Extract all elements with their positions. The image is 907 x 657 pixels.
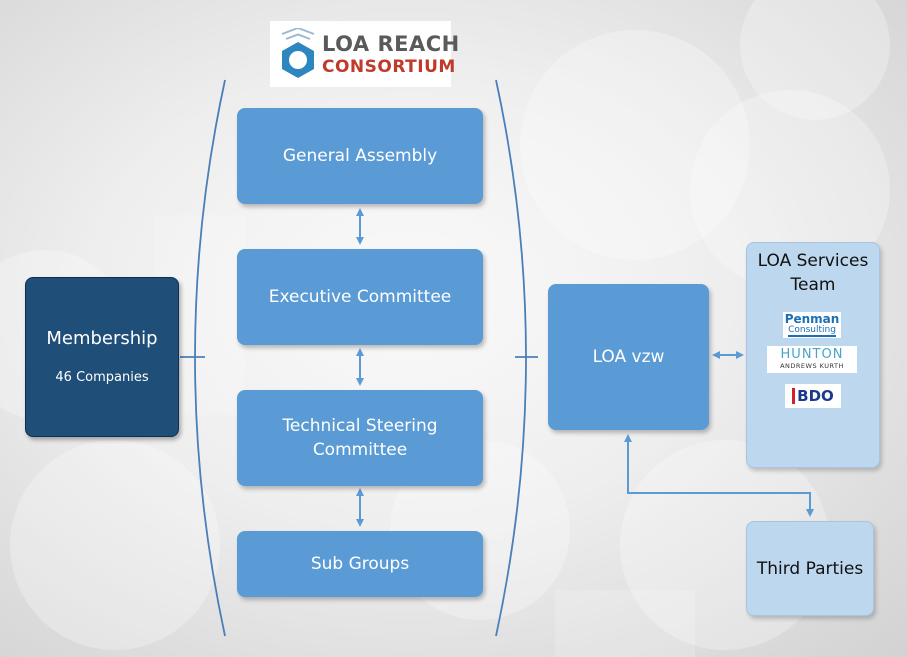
executive-committee-label: Executive Committee — [268, 287, 452, 307]
left-bracket — [194, 79, 226, 637]
penman-logo-name: Penman — [784, 312, 840, 326]
hunton-logo-sub: ANDREWS KURTH — [780, 362, 844, 370]
arrow-vzw-third-parties — [624, 434, 814, 517]
bdo-logo-name: BDO — [797, 387, 834, 405]
right-bracket — [495, 79, 527, 637]
background-square — [555, 590, 695, 657]
membership-box: Membership 46 Companies — [25, 277, 179, 437]
hunton-logo-name: HUNTON — [780, 347, 844, 362]
logo-text-line2: CONSORTIUM — [322, 57, 456, 77]
hunton-andrews-kurth-logo: HUNTON ANDREWS KURTH — [767, 346, 857, 373]
technical-steering-label-line2: Committee — [312, 440, 408, 460]
technical-steering-label-line1: Technical Steering — [282, 416, 438, 436]
logo-text-line1: LOA REACH — [322, 32, 460, 56]
hexagon-nut-icon — [281, 28, 315, 78]
penman-consulting-logo: Penman Consulting — [783, 312, 841, 338]
sub-groups-label: Sub Groups — [310, 554, 410, 574]
services-title-line2: Team — [790, 275, 836, 295]
membership-title: Membership — [46, 328, 158, 349]
third-parties-label: Third Parties — [756, 558, 864, 579]
loa-vzw-label: LOA vzw — [592, 347, 665, 367]
general-assembly-box: General Assembly — [237, 108, 483, 204]
bdo-logo: BDO — [785, 384, 841, 408]
technical-steering-committee-box: Technical Steering Committee — [237, 390, 483, 486]
background-bubble — [740, 0, 890, 120]
penman-logo-sub: Consulting — [788, 325, 836, 337]
background-bubble — [520, 30, 750, 260]
sub-groups-box: Sub Groups — [237, 531, 483, 597]
membership-count: 46 Companies — [55, 370, 149, 385]
services-title-line1: LOA Services — [757, 251, 869, 271]
background-bubble — [10, 440, 220, 650]
bdo-logo-bar — [792, 388, 796, 404]
third-parties-box: Third Parties — [746, 521, 874, 616]
general-assembly-label: General Assembly — [282, 146, 438, 166]
loa-vzw-box: LOA vzw — [548, 284, 709, 430]
loa-reach-logo: LOA REACH CONSORTIUM — [270, 21, 459, 87]
executive-committee-box: Executive Committee — [237, 249, 483, 345]
